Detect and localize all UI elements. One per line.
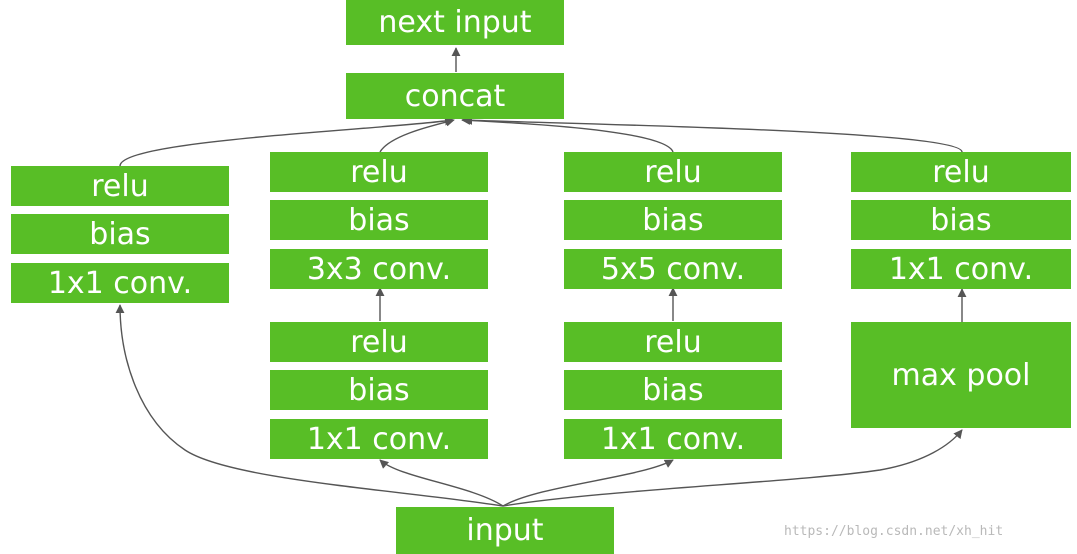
edge-b1-concat [119, 116, 454, 167]
b1-conv-box: 1x1 conv. [11, 263, 229, 303]
b4-relu-box: relu [851, 152, 1071, 192]
edge-input-b4 [502, 429, 963, 507]
b4-bias-box: bias [851, 200, 1071, 240]
concat-box: concat [346, 73, 564, 119]
b2-bias-bot-box: bias [270, 370, 488, 410]
b3-conv-top-box: 5x5 conv. [564, 249, 782, 289]
edge-input-b1 [115, 304, 504, 507]
b3-bias-bot-box: bias [564, 370, 782, 410]
b4-conv-box: 1x1 conv. [851, 249, 1071, 289]
b3-conv-bot-box: 1x1 conv. [564, 419, 782, 459]
watermark: https://blog.csdn.net/xh_hit [784, 524, 1004, 539]
edge-input-b3 [502, 459, 674, 507]
b4-maxpool-box: max pool [851, 322, 1071, 428]
b2-conv-top-box: 3x3 conv. [270, 249, 488, 289]
b1-relu-box: relu [11, 166, 229, 206]
b2-conv-bot-box: 1x1 conv. [270, 419, 488, 459]
edge-input-b2 [379, 459, 504, 507]
b2-relu-top-box: relu [270, 152, 488, 192]
edge-b4-concat [463, 115, 963, 153]
b2-bias-top-box: bias [270, 200, 488, 240]
b2-relu-bot-box: relu [270, 322, 488, 362]
b3-relu-bot-box: relu [564, 322, 782, 362]
input-box: input [396, 507, 614, 554]
b3-relu-top-box: relu [564, 152, 782, 192]
edge-b2-concat [379, 117, 455, 153]
b3-bias-top-box: bias [564, 200, 782, 240]
next-input-box: next input [346, 0, 564, 45]
b1-bias-box: bias [11, 214, 229, 254]
